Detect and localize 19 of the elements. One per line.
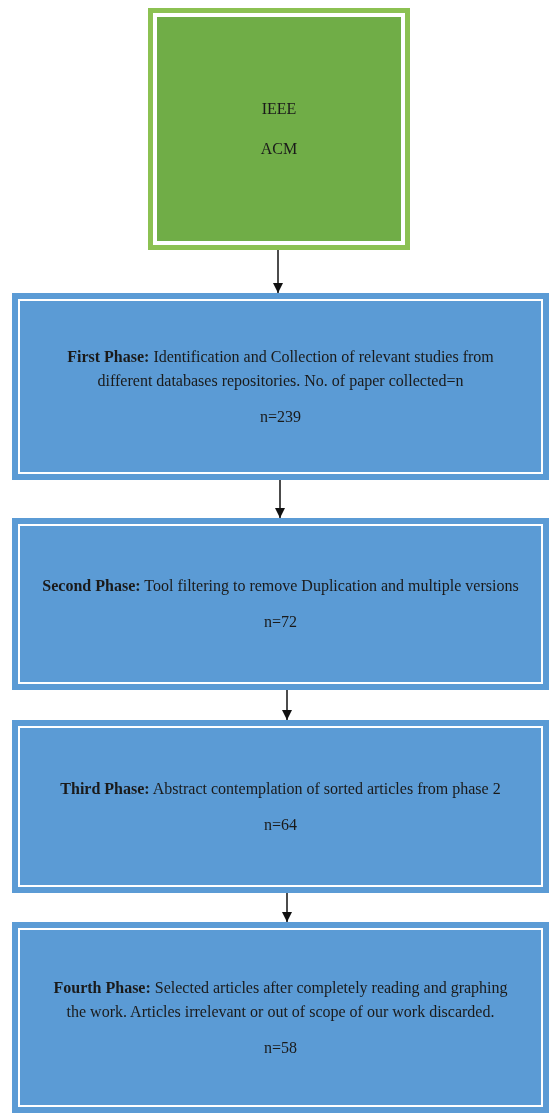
arrow — [274, 479, 286, 519]
phase-box — [12, 518, 549, 690]
arrow — [281, 689, 293, 721]
node-text: n=72 — [264, 612, 297, 632]
phase-box — [12, 720, 549, 893]
node-text: n=239 — [260, 406, 301, 427]
arrow — [272, 249, 284, 294]
node-text: Second Phase: Tool filtering to remove Duplication and multiple versions — [42, 576, 519, 597]
node-text: IEEE — [261, 99, 297, 119]
node-text: n=64 — [264, 814, 297, 835]
arrow — [281, 892, 293, 923]
node-text: First Phase: Identification and Collection of relevant studies from different databases repositories. No. of paper collected=n — [66, 346, 495, 392]
source-box — [148, 8, 410, 250]
phase-box — [12, 922, 549, 1113]
node-text: n=58 — [264, 1037, 297, 1058]
node-text: ACM — [260, 139, 298, 159]
node-text: Fourth Phase: Selected articles after completely reading and graphing the work. Articles irrelevant or out of scope of our work discarded. — [52, 977, 509, 1023]
node-text: Third Phase: Abstract contemplation of sorted articles from phase 2 — [60, 778, 501, 800]
phase-box — [12, 293, 549, 480]
